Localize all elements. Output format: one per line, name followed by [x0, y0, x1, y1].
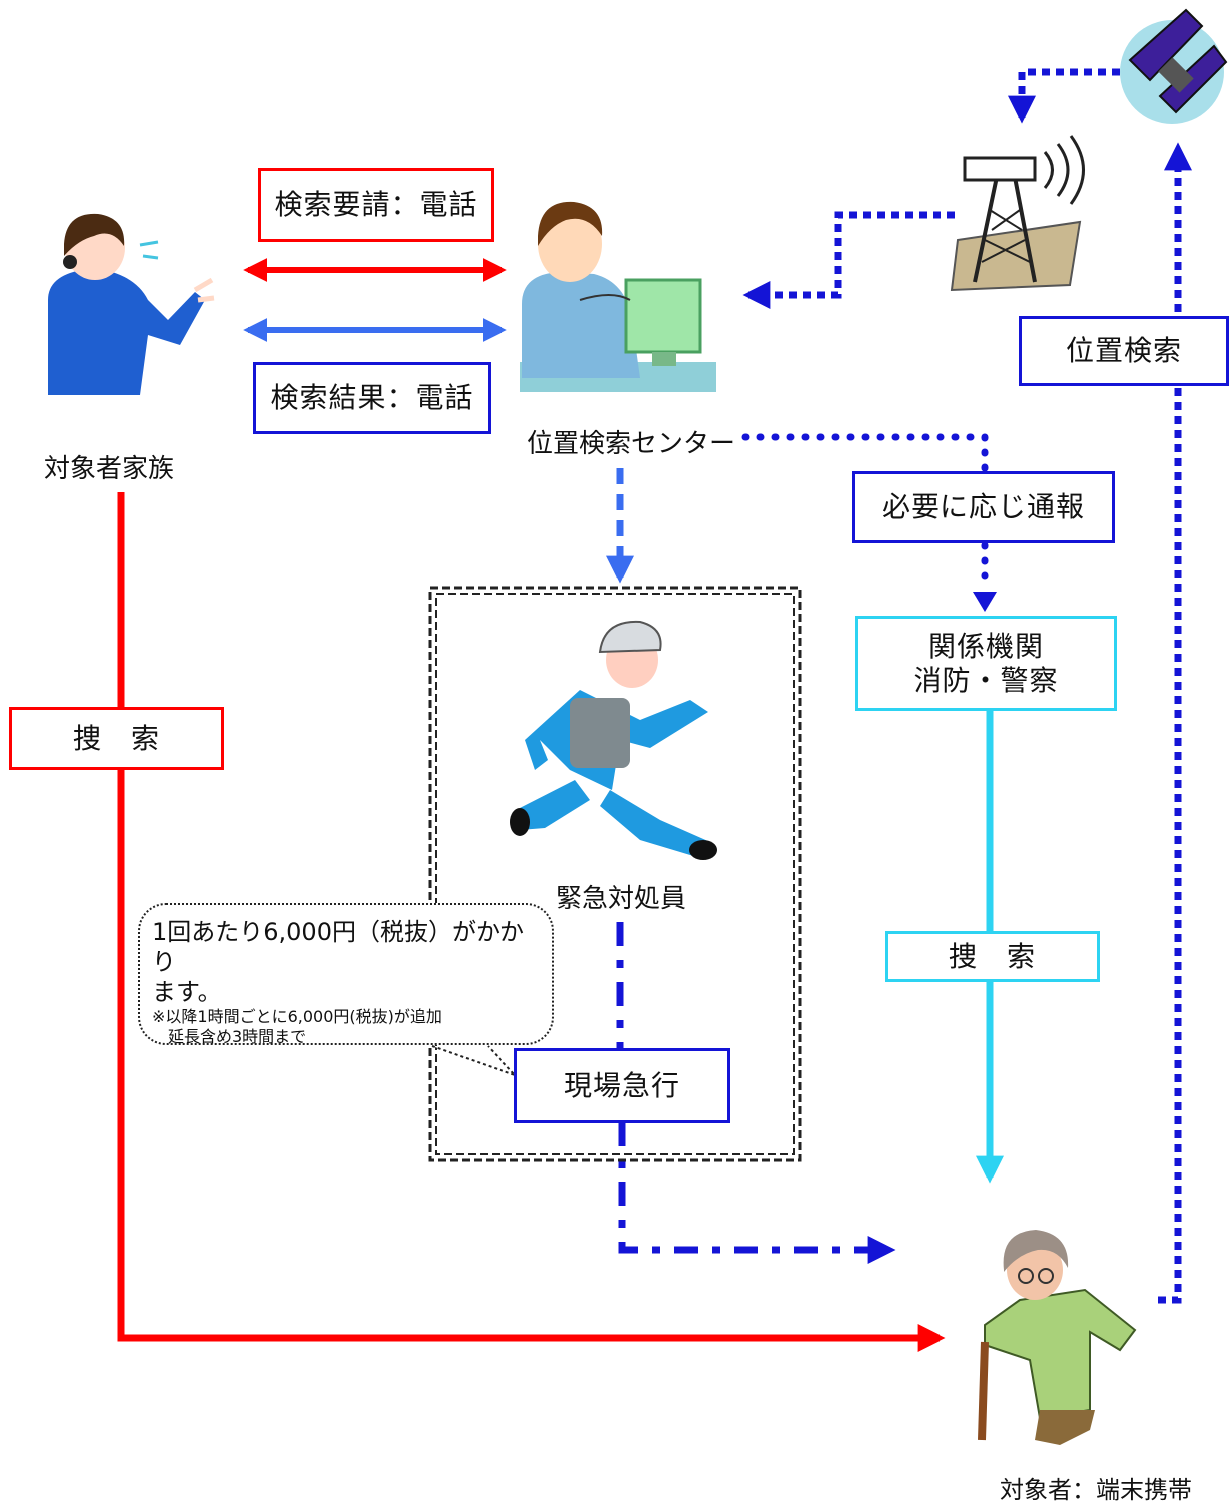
family-search-path — [117, 492, 946, 1352]
responder-frame-inner — [435, 593, 795, 1155]
report-as-needed-text: 必要に応じ通報 — [881, 490, 1085, 523]
satellite-icon — [1120, 8, 1228, 124]
callout-note1: ※以降1時間ごとに6,000円(税抜)が追加 — [152, 1007, 442, 1026]
subject-to-satellite-link — [1158, 142, 1192, 1304]
elderly-person-with-cane-icon — [978, 1230, 1137, 1445]
report-to-agencies-arrowhead — [973, 592, 997, 612]
rush-to-subject-arrow — [618, 1122, 896, 1264]
agencies-line2: 消防・警察 — [913, 663, 1059, 697]
agencies-box: 関係機関 消防・警察 — [855, 616, 1117, 711]
search-result-text: 検索結果：電話 — [270, 381, 474, 414]
responder-frame — [428, 586, 802, 1162]
rush-to-site-box: 現場急行 — [514, 1048, 730, 1123]
agencies-line1: 関係機関 — [927, 629, 1044, 663]
callout-line2: ます。 — [152, 978, 222, 1006]
cost-callout: 1回あたり6,000円（税抜）がかかり ます。 ※以降1時間ごとに6,000円(… — [138, 903, 554, 1046]
subject-label: 対象者：端末携帯 — [1000, 1476, 1192, 1504]
search-result-box: 検索結果：電話 — [253, 362, 491, 434]
agency-search-text: 捜 索 — [948, 939, 1036, 973]
center-to-report-link — [741, 433, 989, 472]
callout-note2: 延長含め3時間まで — [152, 1027, 307, 1046]
radio-tower-icon — [950, 135, 1085, 292]
callout-tail — [431, 1045, 516, 1076]
person-on-phone-icon — [48, 213, 215, 395]
operator-at-computer-icon — [520, 201, 716, 392]
report-as-needed-box: 必要に応じ通報 — [852, 471, 1115, 543]
family-label: 対象者家族 — [44, 454, 175, 484]
location-search-box: 位置検索 — [1019, 316, 1229, 386]
search-request-text: 検索要請：電話 — [274, 188, 478, 221]
callout-line1: 1回あたり6,000円（税抜）がかかり — [152, 918, 524, 976]
center-label: 位置検索センター — [527, 429, 736, 459]
satellite-to-tower-link — [1008, 68, 1120, 124]
tower-to-center-link — [742, 211, 955, 309]
agency-search-box: 捜 索 — [885, 931, 1100, 982]
rush-to-site-text: 現場急行 — [563, 1068, 680, 1102]
family-search-text: 捜 索 — [72, 721, 160, 755]
running-guard-icon — [510, 620, 717, 860]
responder-label: 緊急対処員 — [556, 884, 687, 914]
search-request-box: 検索要請：電話 — [258, 168, 494, 242]
family-search-box: 捜 索 — [9, 707, 224, 770]
location-search-text: 位置検索 — [1065, 334, 1182, 367]
